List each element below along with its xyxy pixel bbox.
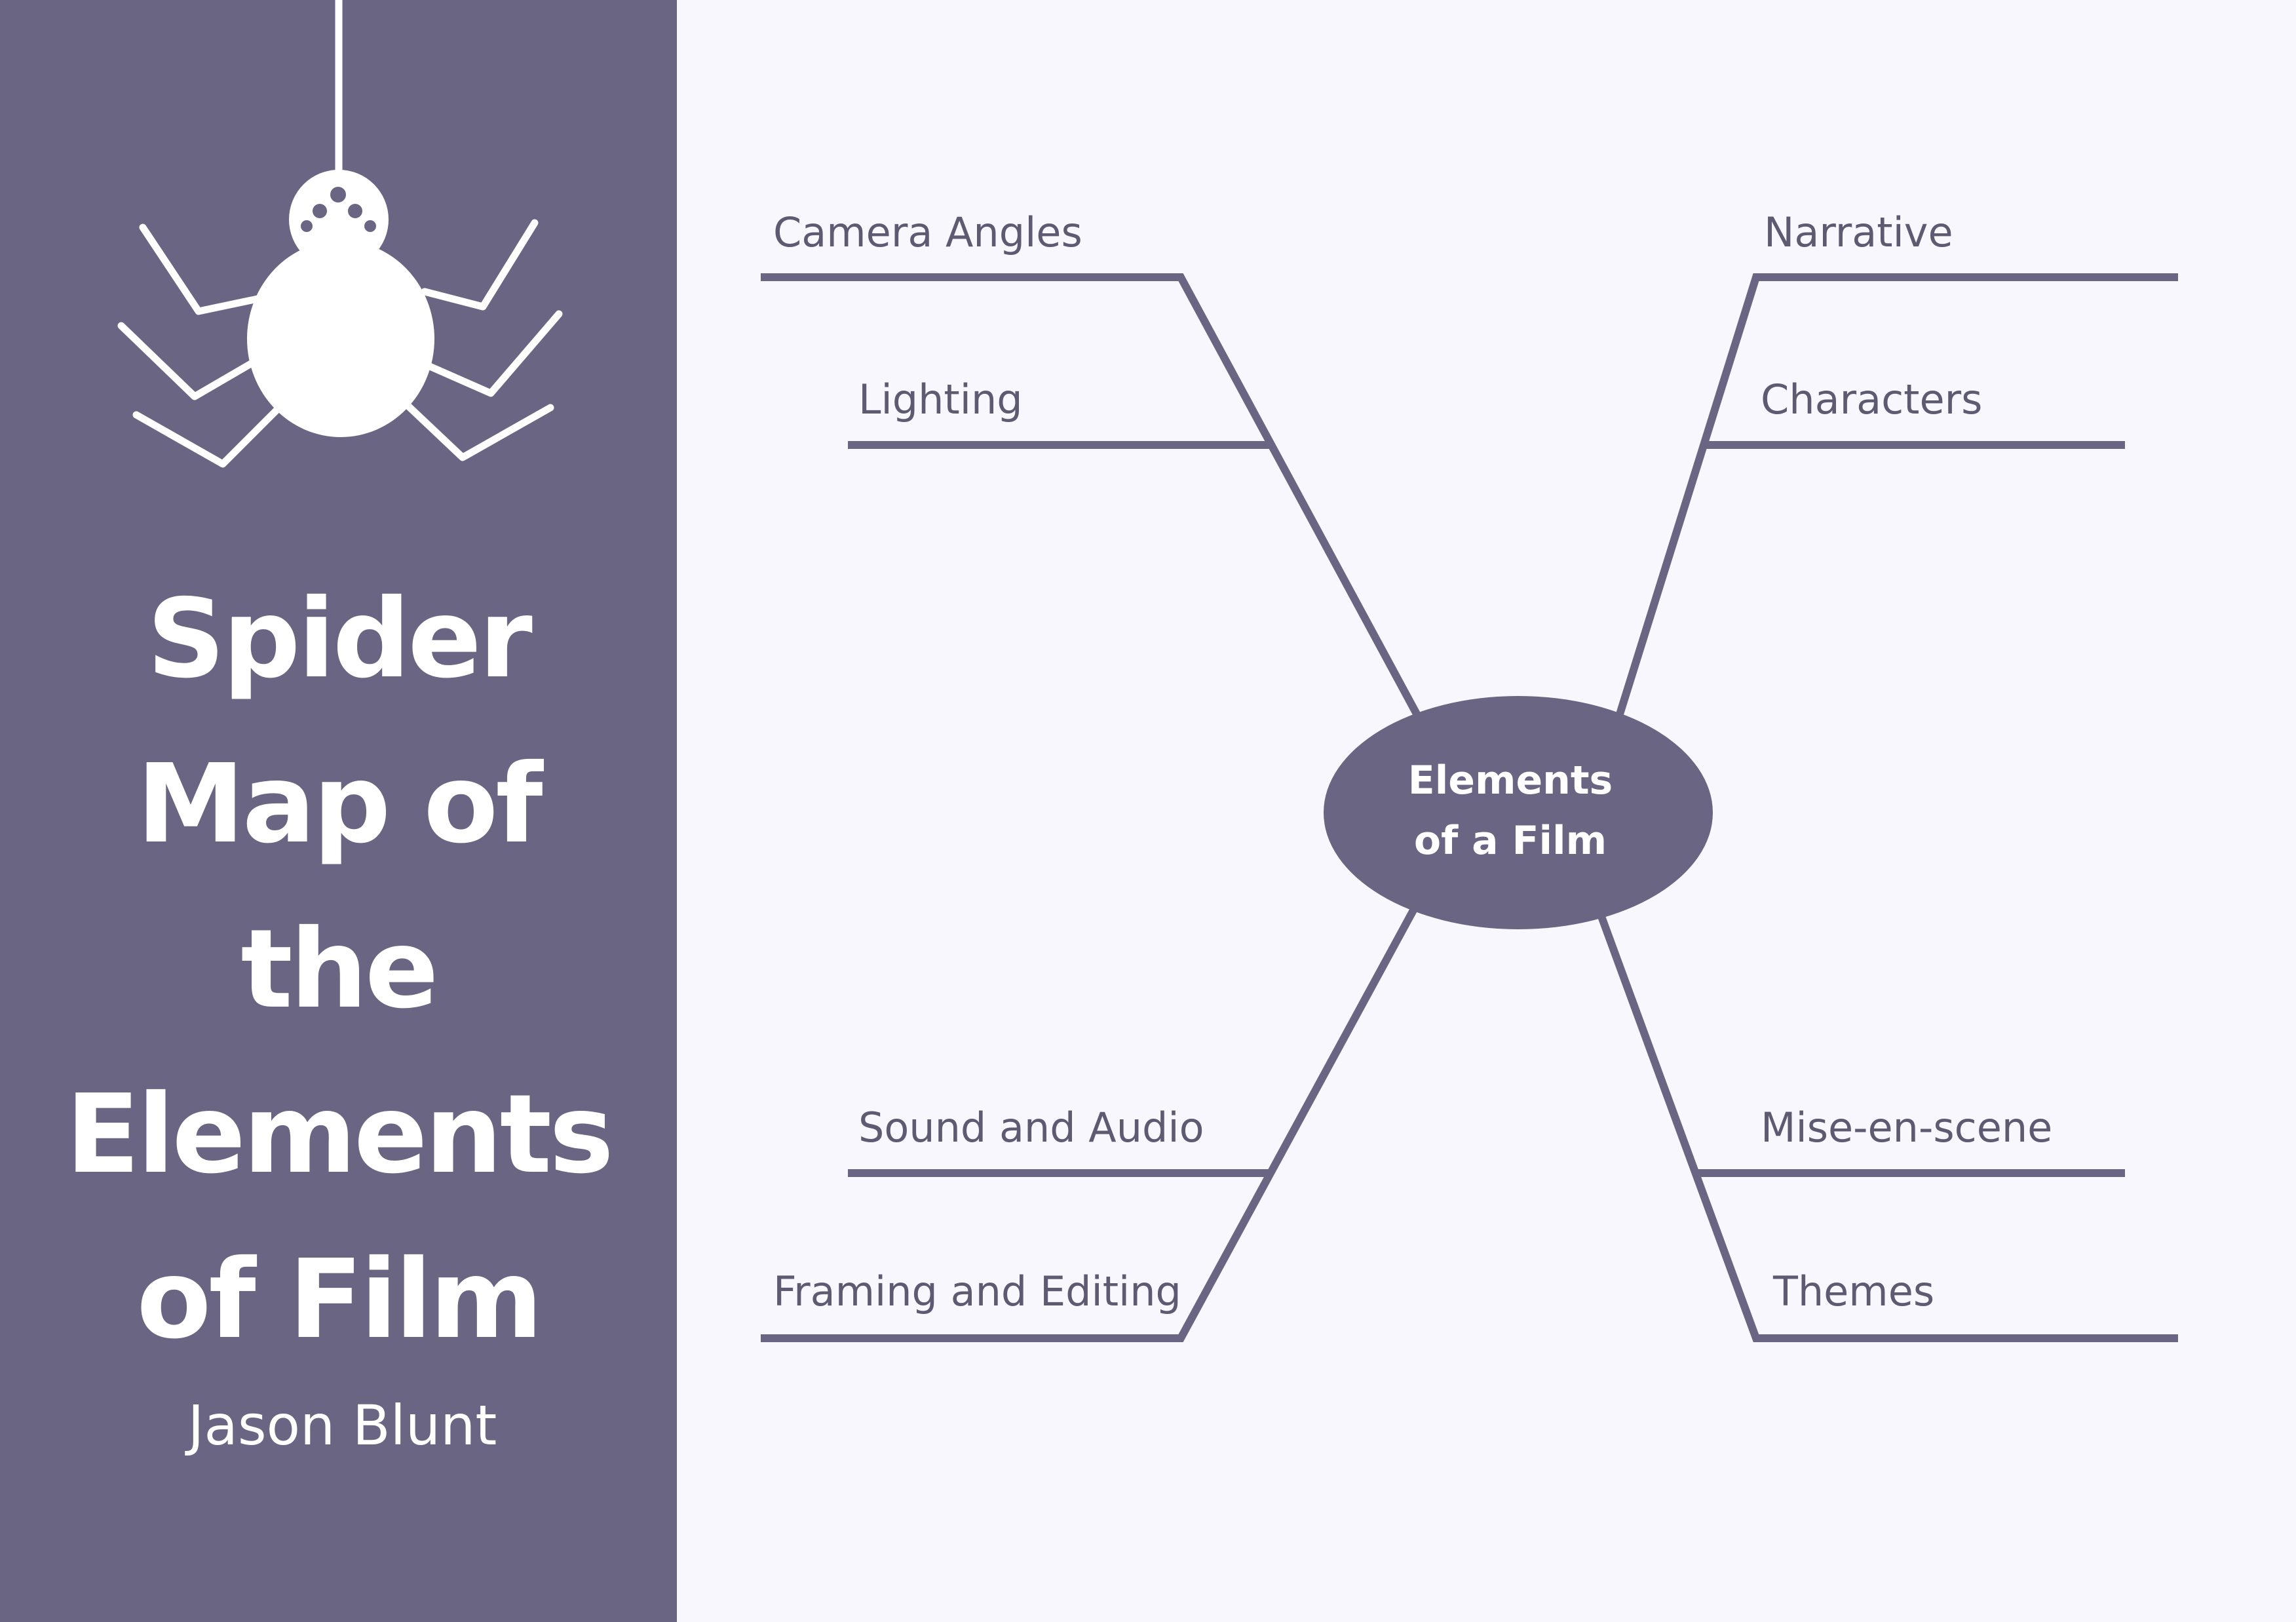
branch-label-characters: Characters <box>1761 376 1983 423</box>
center-node-label-line: of a Film <box>1413 818 1607 864</box>
title-panel: Spider Map of the Elements of Film Jason… <box>0 0 677 1622</box>
branch-label-mise-en-scene: Mise-en-scene <box>1761 1104 2053 1151</box>
leg-upper-left <box>761 273 1425 724</box>
poster-title-line: Spider <box>147 576 533 703</box>
center-node-label: Elements of a Film <box>1379 750 1641 871</box>
center-node-label-line: Elements <box>1407 758 1613 803</box>
poster-title-line: the <box>240 906 438 1033</box>
branch-label-narrative: Narrative <box>1764 208 1953 256</box>
author-name: Jason Blunt <box>187 1393 497 1458</box>
leg-upper-right <box>1613 273 2178 724</box>
branch-label-sound-and-audio: Sound and Audio <box>858 1104 1204 1151</box>
branch-label-framing-and-editing: Framing and Editing <box>773 1267 1181 1315</box>
poster-title-line: Elements <box>66 1072 614 1198</box>
center-node <box>1324 696 1713 929</box>
branch-label-camera-angles: Camera Angles <box>773 208 1082 256</box>
branch-label-themes: Themes <box>1773 1267 1935 1315</box>
branch-label-lighting: Lighting <box>858 376 1023 423</box>
spider-icon <box>117 0 563 468</box>
leg-lower-right <box>1598 915 2178 1342</box>
poster-title-line: of Film <box>136 1237 543 1363</box>
poster-title-line: Map of <box>136 741 543 868</box>
leg-lower-left <box>761 903 1420 1342</box>
poster-title: Spider Map of the Elements of Film <box>0 557 677 1383</box>
